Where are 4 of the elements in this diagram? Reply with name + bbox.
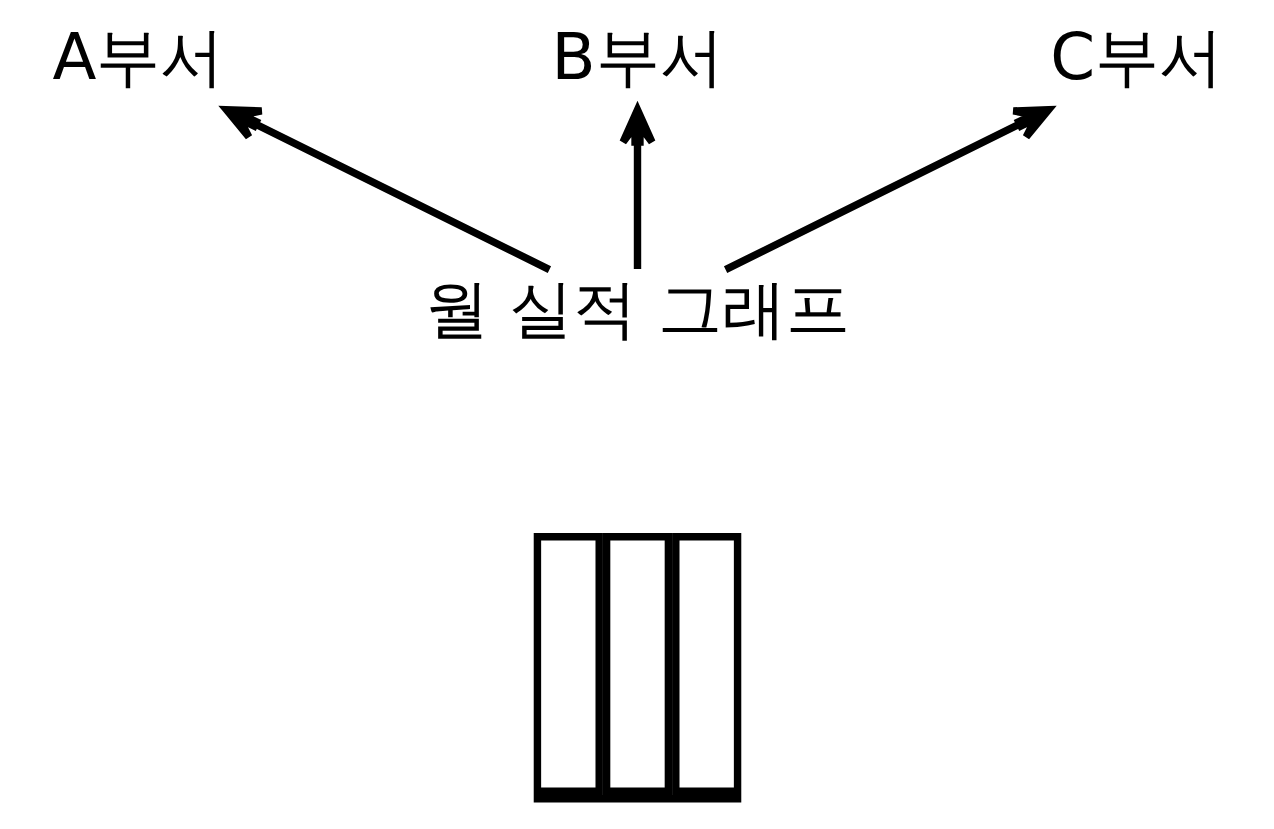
node-text: C부서 — [1049, 19, 1223, 95]
node-text: A부서 — [51, 19, 224, 95]
node-text: B부서 — [550, 19, 724, 95]
node-text: 월 실적 그래프 — [424, 271, 850, 347]
